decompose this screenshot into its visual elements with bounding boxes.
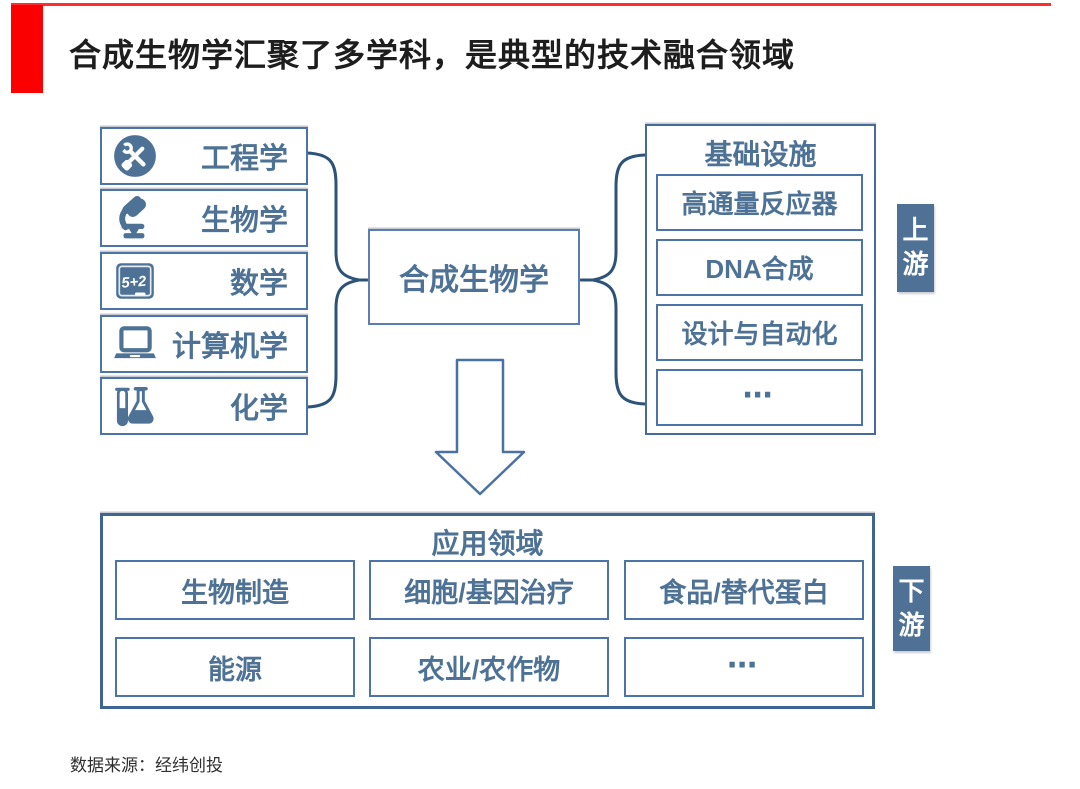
data-source-note: 数据来源：经纬创投 (70, 756, 223, 775)
discipline-label: 工程学 (200, 143, 288, 175)
blackboard-icon: 5+2 (116, 263, 154, 299)
discipline-box-engineering: 工程学 (100, 127, 308, 185)
center-node-synthetic-biology: 合成生物学 (368, 229, 580, 325)
infrastructure-header: 基础设施 (704, 139, 817, 170)
application-item-more: ⋯ (624, 637, 864, 697)
application-item: 农业/农作物 (369, 637, 609, 697)
infrastructure-item-more: ⋯ (656, 369, 863, 426)
infrastructure-item: 高通量反应器 (656, 174, 863, 231)
left-brace (305, 151, 369, 409)
application-item: 食品/替代蛋白 (624, 560, 864, 620)
discipline-box-math: 5+2 数学 (100, 252, 308, 310)
application-item: 细胞/基因治疗 (369, 560, 609, 620)
right-brace (579, 153, 647, 406)
discipline-box-chemistry: 化学 (100, 377, 308, 435)
upstream-badge: 上游 (897, 204, 934, 292)
discipline-label: 生物学 (200, 205, 288, 237)
applications-header: 应用领域 (431, 528, 544, 559)
discipline-box-computer: 计算机学 (100, 315, 308, 373)
applications-panel: 应用领域 生物制造 细胞/基因治疗 食品/替代蛋白 能源 农业/农作物 ⋯ (100, 513, 875, 709)
application-item: 能源 (115, 637, 355, 697)
downstream-badge: 下游 (893, 566, 930, 651)
tools-circle-icon (114, 135, 156, 177)
infrastructure-panel: 基础设施 高通量反应器 DNA合成 设计与自动化 ⋯ (645, 124, 876, 435)
discipline-box-biology: 生物学 (100, 189, 308, 247)
page-title: 合成生物学汇聚了多学科，是典型的技术融合领域 (69, 37, 796, 73)
upstream-badge-label: 上游 (902, 215, 929, 279)
infrastructure-item: DNA合成 (656, 239, 863, 296)
blackboard-text: 5+2 (121, 274, 147, 292)
red-accent-bar (11, 5, 43, 93)
top-accent-line (11, 3, 1051, 6)
laptop-icon (114, 326, 156, 359)
discipline-label: 数学 (229, 268, 288, 300)
down-arrow (434, 358, 526, 496)
downstream-badge-label: 下游 (898, 575, 925, 640)
discipline-label: 化学 (229, 393, 288, 425)
microscope-icon (119, 196, 146, 239)
discipline-label: 计算机学 (171, 331, 288, 363)
infrastructure-item: 设计与自动化 (656, 304, 863, 361)
flask-icon (115, 386, 154, 427)
application-item: 生物制造 (115, 560, 355, 620)
